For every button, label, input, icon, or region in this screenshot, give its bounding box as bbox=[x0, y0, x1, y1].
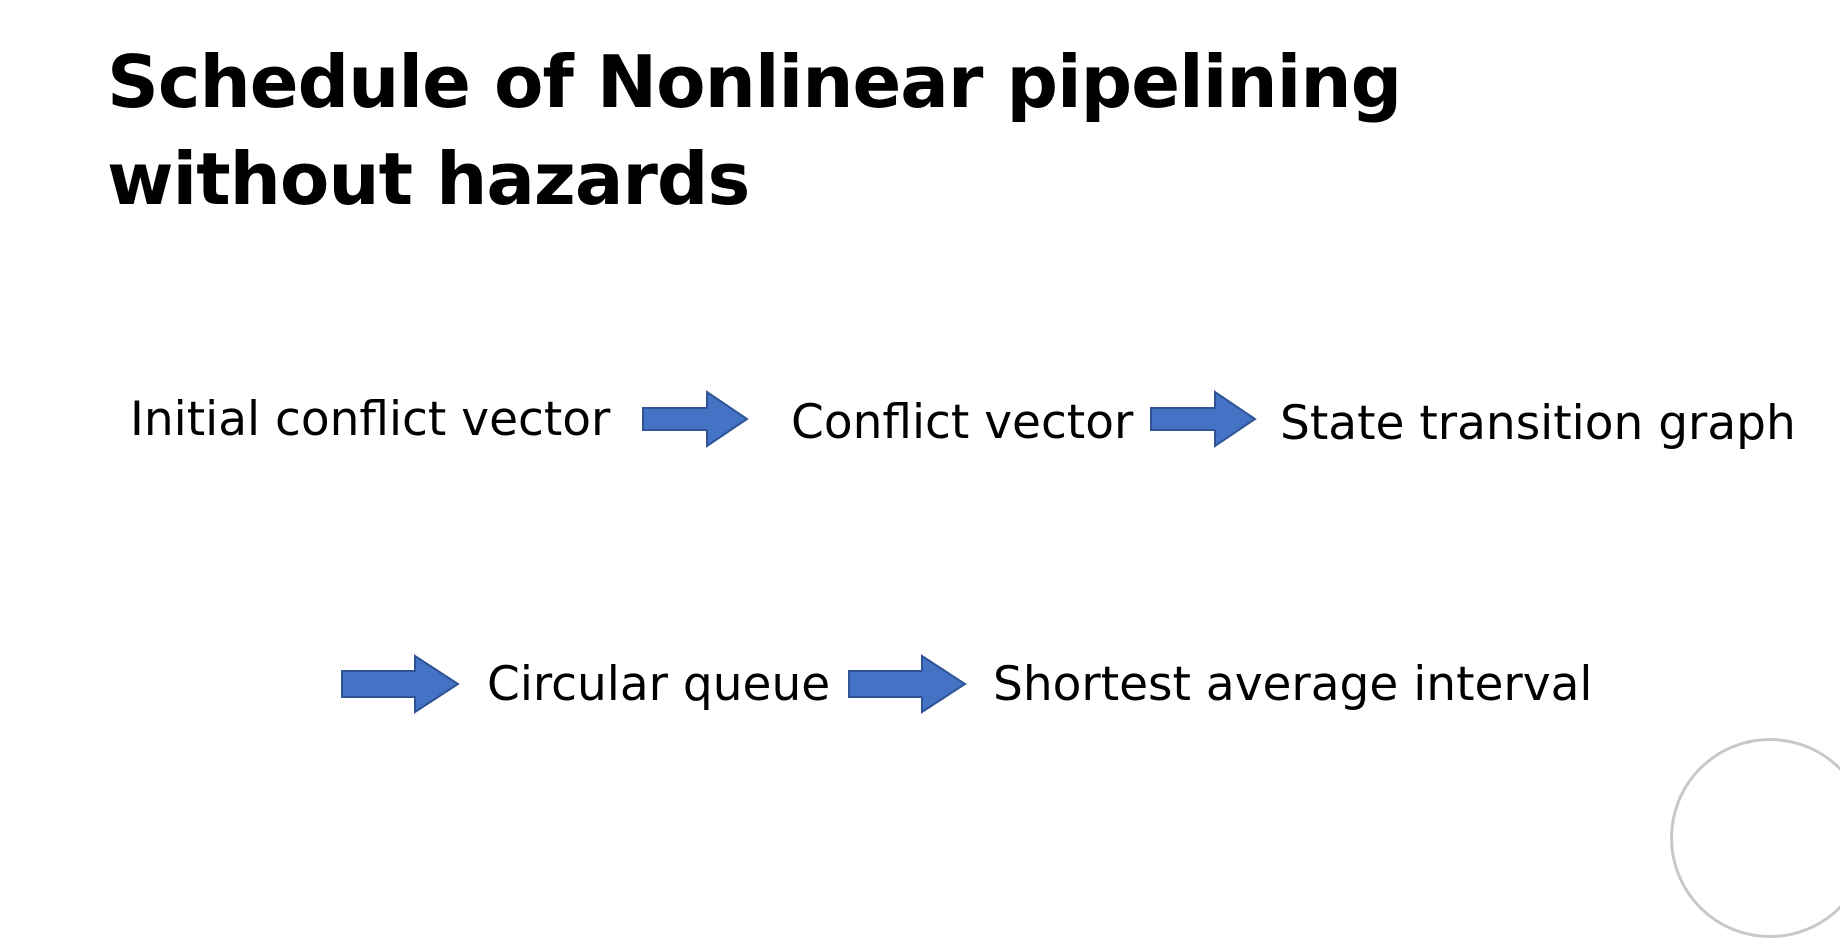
right-arrow-icon bbox=[642, 390, 749, 448]
right-arrow-icon bbox=[341, 654, 460, 714]
slide-title: Schedule of Nonlinear pipelining without… bbox=[107, 40, 1402, 221]
step-state-transition-graph: State transition graph bbox=[1280, 396, 1796, 451]
step-shortest-average-interval: Shortest average interval bbox=[993, 657, 1593, 712]
step-circular-queue: Circular queue bbox=[487, 657, 831, 712]
slide: Schedule of Nonlinear pipelining without… bbox=[107, 40, 1840, 938]
right-arrow-icon bbox=[848, 654, 967, 714]
right-arrow-icon bbox=[1150, 390, 1257, 448]
step-conflict-vector: Conflict vector bbox=[791, 395, 1134, 450]
decorative-circle bbox=[1670, 738, 1840, 938]
step-initial-conflict-vector: Initial conflict vector bbox=[130, 392, 611, 447]
